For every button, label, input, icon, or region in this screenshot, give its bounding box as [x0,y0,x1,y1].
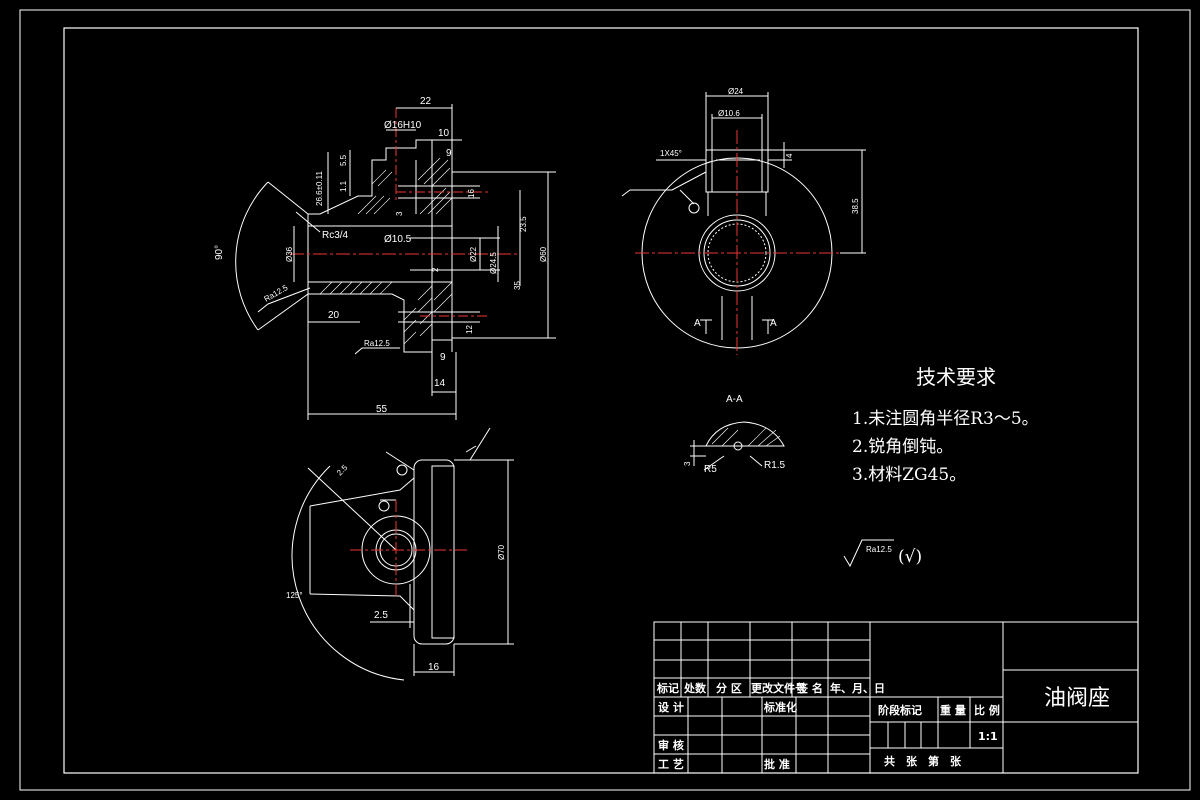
dim-d22: Ø22 [469,246,478,262]
title-block-labels: 标记 处数 分 区 更改文件号 签 名 年、月、日 设 计 标准化 审 核 工 … [656,681,1110,771]
tb-standard: 标准化 [763,700,797,714]
section-a-a-title: A-A [726,394,743,405]
dim-12: 12 [465,325,474,334]
dim-14: 14 [434,378,446,389]
tb-mark: 标记 [656,681,679,695]
tb-design: 设 计 [658,700,684,714]
tb-stage: 阶段标记 [878,703,922,717]
roughness-general: Ra12.5 [866,545,892,554]
tech-req-item-3: 3.材料ZG45。 [852,465,966,485]
tb-scale: 1:1 [978,730,998,743]
title-block [653,621,1139,774]
roughness-symbol [843,539,894,568]
dim-2-5b: 2.5 [374,610,388,621]
dim-20: 20 [328,310,340,321]
section-mark-left: A [694,318,701,329]
tb-weight: 重 量 [940,703,966,717]
dim-10: 10 [438,128,450,139]
dim-4: 4 [785,153,794,158]
tb-review: 审 核 [658,738,684,752]
tb-change-doc: 更改文件号 [751,681,806,695]
dim-2: 2 [431,267,440,272]
tech-req-item-2: 2.锐角倒钝。 [852,437,953,457]
dim-16: 16 [467,189,476,198]
dim-26-6: 26.6±0.11 [315,171,324,206]
tb-approve: 批 准 [764,757,790,771]
dim-d10-6: Ø10.6 [718,109,740,118]
outer-frame [19,9,1191,791]
technical-requirements: 技术要求 1.未注圆角半径R3～5。 2.锐角倒钝。 3.材料ZG45。 Ra1… [843,365,1039,568]
dim-3b: 3 [683,461,692,466]
dim-5-5: 5.5 [339,154,348,166]
roughness-paren: (√) [898,547,922,567]
front-view-labels: 22 Ø16H10 10 9 5.5 1.1 26.6±0.11 16 3 Rc… [214,96,548,415]
dim-r1-5: R1.5 [764,460,786,471]
front-section-view [235,104,556,420]
section-a-a-labels: A-A 3 R5 R1.5 [683,394,786,475]
dim-9b: 9 [440,352,446,363]
inner-frame [63,27,1139,774]
tb-count: 处数 [683,681,707,695]
dim-3: 3 [395,211,404,216]
dim-16b: 16 [428,662,440,673]
side-view [621,92,866,355]
dim-d70: Ø70 [497,544,506,560]
top-view [291,427,514,681]
tech-req-title: 技术要求 [916,365,996,389]
tb-ratio: 比 例 [974,703,1000,717]
dim-d10-5: Ø10.5 [384,234,412,245]
section-mark-right: A [770,318,777,329]
tech-req-item-1: 1.未注圆角半径R3～5。 [852,409,1039,429]
tb-sheets: 共 张 第 张 [884,754,962,768]
dim-55: 55 [376,404,388,415]
dim-r5: R5 [704,464,717,475]
dim-9a: 9 [446,148,452,159]
dim-38-5: 38.5 [851,198,860,214]
dim-125-deg: 125° [286,591,303,600]
dim-90-deg: 90° [214,245,225,260]
dim-22: 22 [420,96,432,107]
roughness-bottom: Ra12.5 [364,339,390,348]
dim-23-5: 23.5 [519,216,528,232]
part-name: 油阀座 [1044,686,1110,711]
dim-d24: Ø24 [728,87,744,96]
dim-1x45: 1X45° [660,149,682,158]
dim-1-1: 1.1 [339,180,348,192]
dim-2-5a: 2.5 [335,463,350,478]
dim-35: 35 [513,281,522,290]
dim-d16h10: Ø16H10 [384,120,422,131]
side-view-labels: Ø24 Ø10.6 1X45° 4 38.5 A A [660,87,860,329]
tb-zone: 分 区 [716,681,742,695]
dim-rc-3-4: Rc3/4 [322,230,349,241]
dim-d24-5: Ø24.5 [489,252,498,274]
tb-process: 工 艺 [658,757,684,771]
dim-d36: Ø36 [285,246,294,262]
tb-sign: 签 名 [796,681,823,695]
section-a-a [690,421,785,471]
dim-d60: Ø60 [539,246,548,262]
tb-date: 年、月、日 [830,681,885,695]
